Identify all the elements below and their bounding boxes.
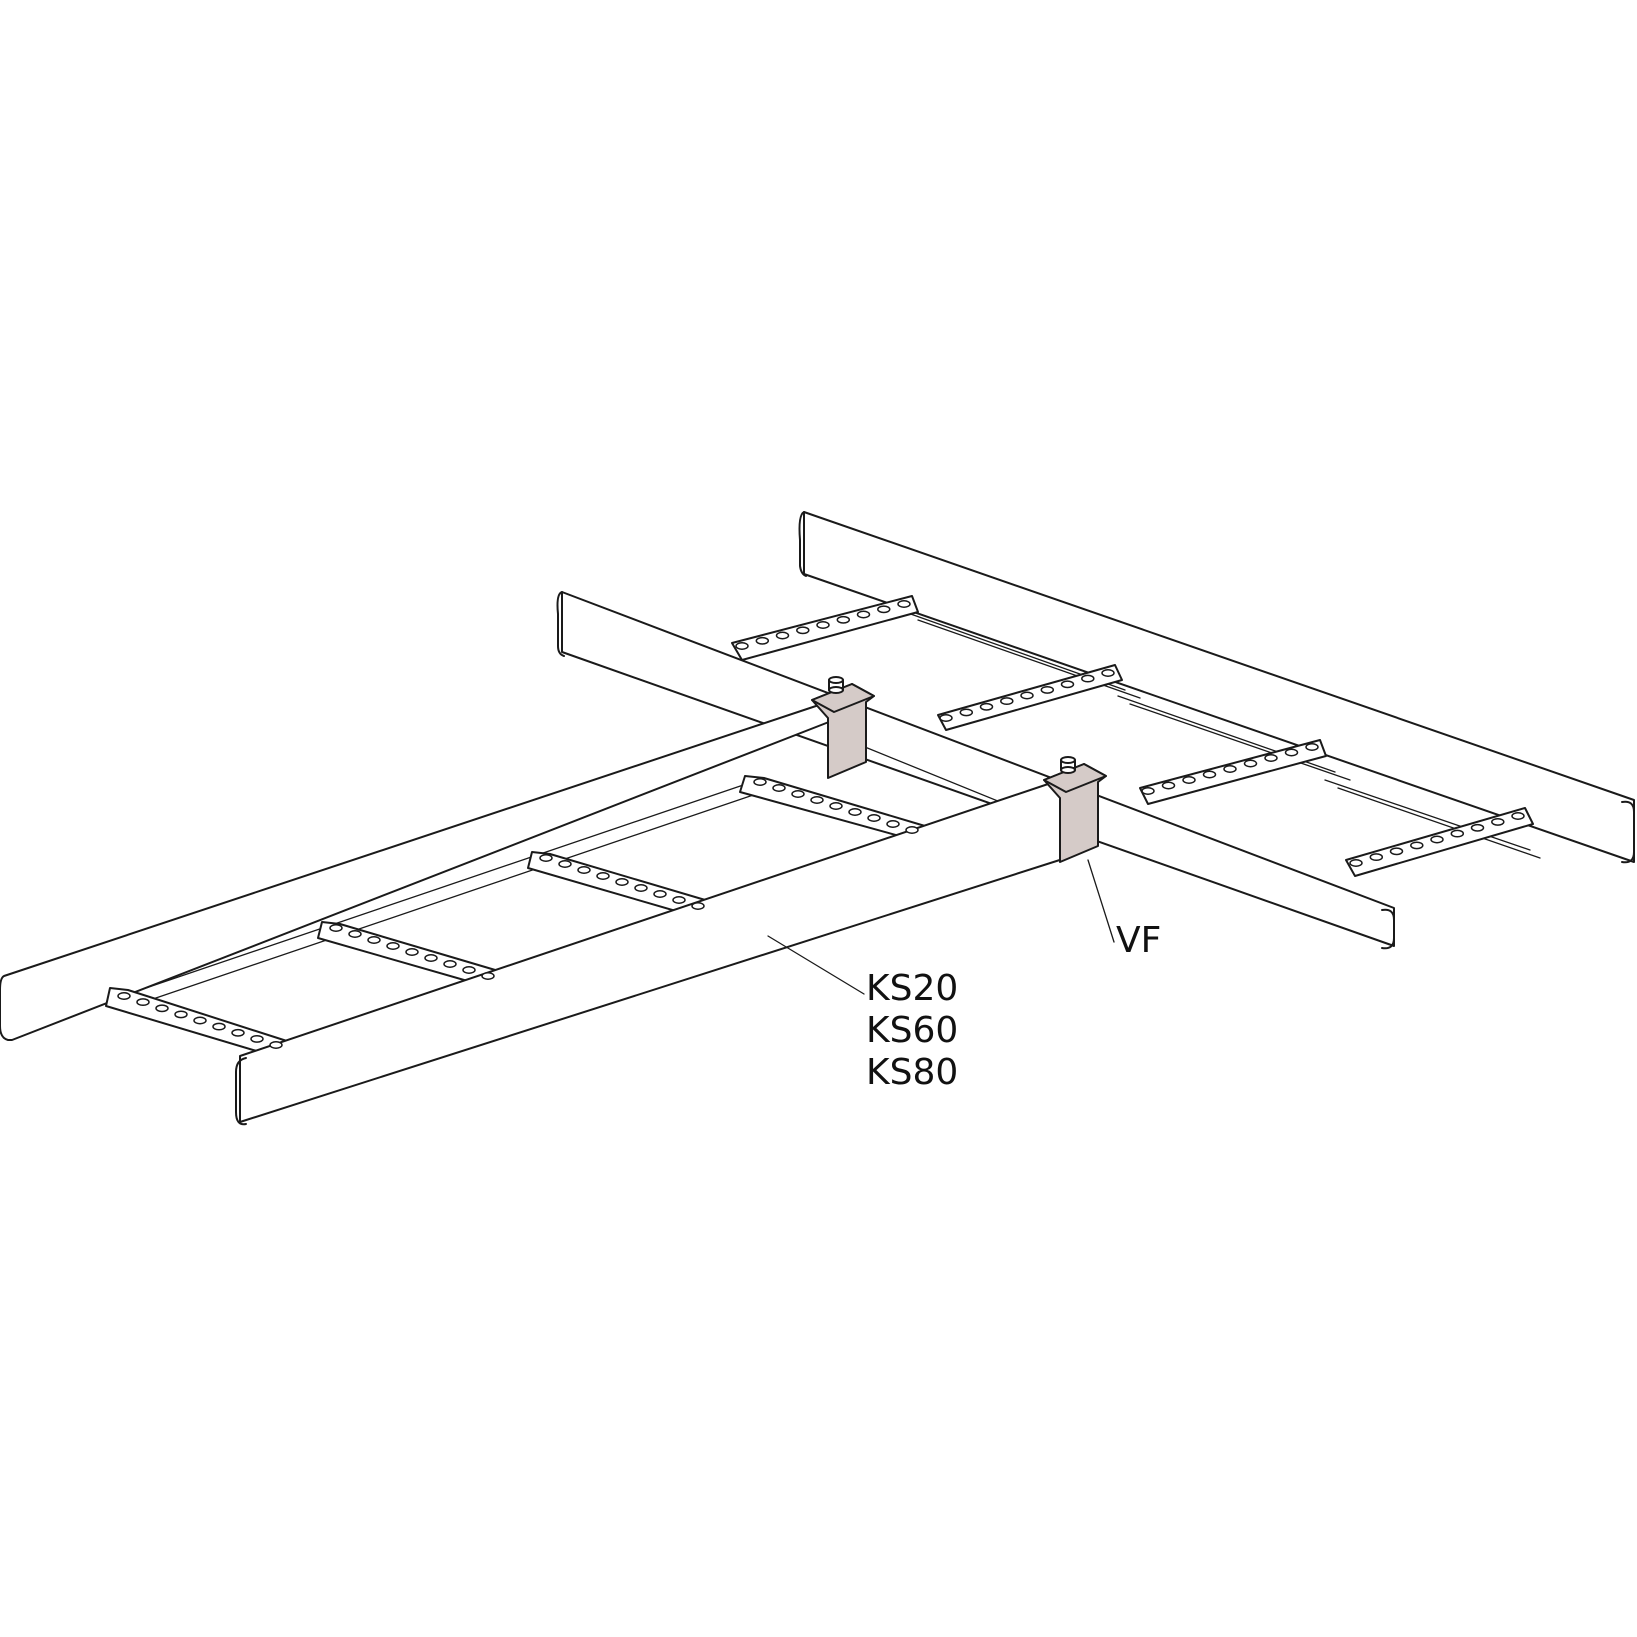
perforation-hole xyxy=(867,814,881,822)
perforation-hole xyxy=(1450,829,1465,838)
perforation-hole xyxy=(193,1016,207,1025)
perforation-hole xyxy=(905,826,919,834)
perforation-hole xyxy=(1161,781,1176,790)
perforation-hole xyxy=(481,972,495,980)
main-ladder-back-rail xyxy=(798,511,1635,864)
perforation-hole xyxy=(735,642,749,650)
perforation-hole xyxy=(1060,680,1075,689)
perforation-hole xyxy=(1284,748,1299,757)
vf-label: VF xyxy=(1116,920,1161,961)
perforation-hole xyxy=(979,702,994,711)
perforation-hole xyxy=(212,1022,226,1031)
perforation-hole xyxy=(250,1034,264,1043)
perforation-hole xyxy=(791,790,805,798)
perforation-hole xyxy=(558,860,572,868)
perforation-hole xyxy=(691,902,705,910)
perforation-hole xyxy=(796,626,810,635)
ks-label-3: KS80 xyxy=(866,1052,958,1093)
perforation-hole xyxy=(1410,841,1424,850)
perforation-hole xyxy=(1141,787,1155,795)
perforation-hole xyxy=(424,954,438,962)
perforation-hole xyxy=(1040,685,1055,694)
perforation-hole xyxy=(1243,759,1258,768)
perforation-hole xyxy=(959,708,974,717)
perforation-hole xyxy=(386,942,400,950)
perforation-hole xyxy=(174,1010,188,1019)
perforation-hole xyxy=(1081,674,1095,683)
perforation-hole xyxy=(848,808,862,816)
perforation-hole xyxy=(755,636,770,645)
vf-clamp-right xyxy=(1043,756,1107,863)
perforation-hole xyxy=(877,605,891,614)
perforation-hole xyxy=(1000,697,1014,706)
perforation-hole xyxy=(269,1041,283,1049)
branch-ladder-far-rail xyxy=(0,701,835,1041)
perforation-hole xyxy=(615,878,629,886)
perforation-hole xyxy=(117,992,131,1000)
perforation-hole xyxy=(653,890,667,898)
perforation-hole xyxy=(939,714,953,722)
perforation-hole xyxy=(1101,669,1115,677)
perforation-hole xyxy=(1470,823,1485,832)
perforation-hole xyxy=(443,960,457,968)
perforation-hole xyxy=(155,1004,169,1013)
perforation-hole xyxy=(1202,770,1217,779)
perforation-hole xyxy=(1349,859,1363,867)
perforation-hole xyxy=(775,631,790,640)
perforation-hole xyxy=(672,896,686,904)
perforation-hole xyxy=(1305,743,1319,751)
perforation-hole xyxy=(136,998,150,1007)
perforation-hole xyxy=(1020,691,1034,700)
perforation-hole xyxy=(836,615,851,624)
perforation-hole xyxy=(329,924,343,932)
perforation-hole xyxy=(1223,765,1237,773)
perforation-hole xyxy=(810,796,824,804)
perforation-hole xyxy=(462,966,476,974)
perforation-hole xyxy=(1491,817,1505,826)
perforation-hole xyxy=(829,802,843,810)
ks-leader-line xyxy=(767,935,865,995)
perforation-hole xyxy=(231,1028,245,1037)
perforation-hole xyxy=(897,600,911,608)
perforation-hole xyxy=(1182,776,1196,784)
perforation-hole xyxy=(886,820,900,828)
vf-leader-line xyxy=(1087,859,1115,943)
perforation-hole xyxy=(367,936,381,944)
perforation-hole xyxy=(634,884,648,892)
perforation-hole xyxy=(772,784,786,792)
perforation-hole xyxy=(1389,847,1404,856)
perforation-hole xyxy=(1264,754,1278,762)
perforation-hole xyxy=(348,930,362,938)
perforation-hole xyxy=(539,854,553,862)
perforation-hole xyxy=(856,610,871,619)
ks-label-1: KS20 xyxy=(866,968,958,1009)
rung-perforations xyxy=(117,600,1525,1049)
perforation-hole xyxy=(816,621,830,629)
vf-clamp-left xyxy=(811,676,875,779)
perforation-hole xyxy=(1430,835,1444,844)
perforation-hole xyxy=(596,872,610,880)
perforation-hole xyxy=(1369,853,1384,862)
perforation-hole xyxy=(405,948,419,956)
perforation-hole xyxy=(753,778,767,786)
ks-label-2: KS60 xyxy=(866,1010,958,1051)
perforation-hole xyxy=(1511,812,1525,820)
main-ladder-front-rail xyxy=(556,591,1395,950)
perforation-hole xyxy=(577,866,591,874)
